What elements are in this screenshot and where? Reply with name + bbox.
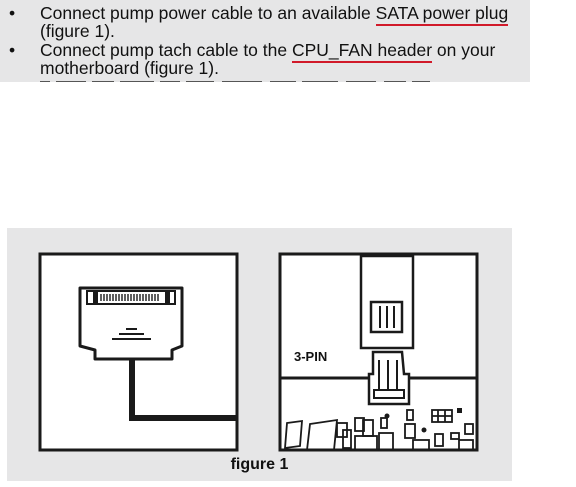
- figure-panel: 3-PIN figure 1: [7, 228, 512, 481]
- figure-caption: figure 1: [230, 456, 289, 473]
- figure-illustration: [38, 252, 479, 452]
- instruction-text-line2: (figure 1).: [40, 21, 115, 41]
- instruction-text-line2: motherboard (figure 1).: [40, 58, 219, 78]
- instruction-text: Connect pump tach cable to the CPU_FAN h…: [40, 40, 530, 63]
- bullet-marker: •: [9, 3, 16, 23]
- clipped-text-fragment: [40, 81, 430, 82]
- cpu-fan-header-link: CPU_FAN header: [291, 40, 433, 63]
- instructions-band: • Connect pump power cable to an availab…: [0, 0, 530, 82]
- instruction-text-pre: Connect pump power cable to an available: [40, 3, 376, 23]
- bullet-marker: •: [9, 40, 16, 60]
- sata-power-plug-link: SATA power plug: [375, 3, 509, 26]
- three-pin-label: 3-PIN: [294, 349, 328, 364]
- instruction-text-pre: Connect pump tach cable to the: [40, 40, 292, 60]
- instruction-text: Connect pump power cable to an available…: [40, 3, 530, 26]
- cpu-fan-header-diagram: [278, 252, 479, 452]
- instruction-text-post: on your: [432, 40, 496, 60]
- sata-plug-diagram: [38, 252, 239, 452]
